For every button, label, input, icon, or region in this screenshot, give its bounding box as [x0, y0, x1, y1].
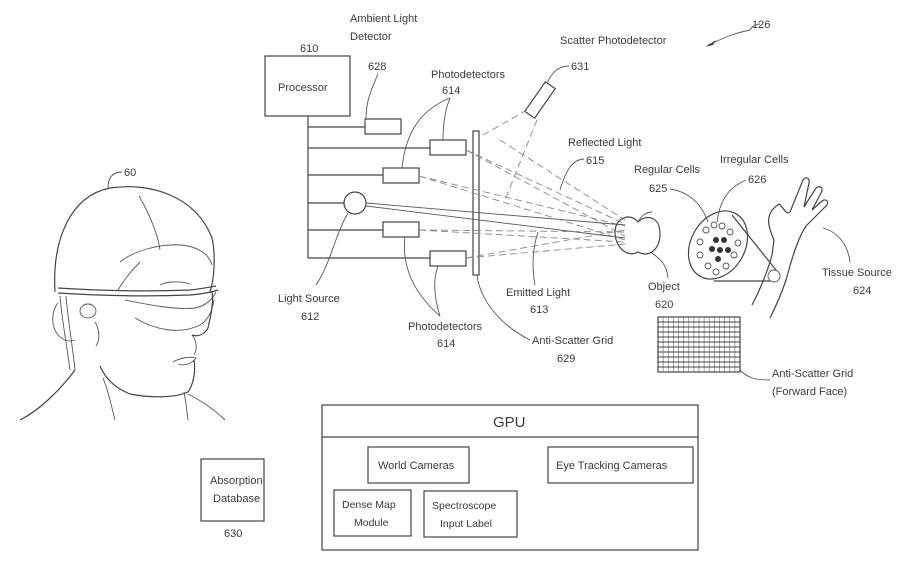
- gpu-title: GPU: [493, 414, 526, 431]
- regular-cells-label: Regular Cells: [634, 164, 701, 176]
- ambient-light-detector-box: [364, 118, 402, 135]
- spectroscope-label-line1: Spectroscope: [432, 500, 496, 512]
- forward-face-grid-lines: [658, 317, 740, 372]
- scatter-photodetector-label: Scatter Photodetector: [560, 35, 667, 47]
- object-label: Object: [648, 281, 680, 293]
- spectroscope-input-label-box: [423, 490, 518, 538]
- object-numeral: 620: [655, 299, 673, 311]
- ambient-light-detector: Ambient Light Detector 628: [350, 13, 417, 135]
- photodetectors-bottom-numeral: 614: [437, 338, 455, 350]
- anti-scatter-grid-bar: [472, 130, 480, 276]
- spectroscope-label-line2: Input Label: [440, 518, 492, 530]
- absorption-database-numeral: 630: [224, 528, 242, 540]
- light-source-circle: [343, 191, 367, 215]
- light-source: Light Source 612: [278, 191, 367, 323]
- ambient-light-detector-numeral: 628: [368, 61, 386, 73]
- forward-face-label-line2: (Forward Face): [772, 386, 847, 398]
- gpu-block: GPU World Cameras Eye Tracking Cameras D…: [321, 404, 699, 551]
- reflected-light-callout: Reflected Light 615: [559, 137, 641, 191]
- eye-tracking-cameras-box: [547, 446, 694, 484]
- photodetector-box-2: [382, 167, 420, 184]
- irregular-cells-dots: [709, 237, 731, 262]
- reflected-light-numeral: 615: [586, 155, 604, 167]
- ambient-light-detector-label-line2: Detector: [350, 31, 392, 43]
- emitted-light-numeral: 613: [530, 304, 548, 316]
- photodetectors-bottom: Photodetectors 614: [382, 221, 482, 350]
- dense-map-label-line2: Module: [354, 517, 389, 529]
- anti-scatter-grid-forward-face: Anti-Scatter Grid (Forward Face): [657, 316, 853, 398]
- absorption-database-label-line1: Absorption: [210, 475, 263, 487]
- irregular-cells-numeral: 626: [748, 174, 766, 186]
- scatter-photodetector-numeral: 631: [571, 61, 589, 73]
- photodetector-box-1: [429, 139, 467, 156]
- dense-map-module-box: [333, 489, 412, 537]
- world-cameras-label: World Cameras: [378, 460, 455, 472]
- photodetectors-top-label: Photodetectors: [431, 69, 505, 81]
- processor-block: 610 Processor: [264, 43, 351, 117]
- processor-box: [264, 55, 351, 117]
- reference-126: 126: [705, 19, 770, 47]
- hand-tissue-source: Tissue Source 624: [751, 177, 892, 319]
- reflected-light-label: Reflected Light: [568, 137, 641, 149]
- ambient-light-detector-label-line1: Ambient Light: [350, 13, 417, 25]
- absorption-database-box: [200, 458, 265, 522]
- anti-scatter-grid-numeral: 629: [557, 353, 575, 365]
- processor-numeral: 610: [300, 43, 318, 55]
- processor-label: Processor: [278, 82, 328, 94]
- anti-scatter-grid: Anti-Scatter Grid 629: [472, 130, 613, 365]
- tissue-cells-magnified: Regular Cells 625 Irregular Cells 626: [634, 154, 789, 283]
- scatter-photodetector: Scatter Photodetector 631: [523, 35, 667, 120]
- absorption-database-label-line2: Database: [213, 493, 260, 505]
- photodetector-box-4: [429, 250, 467, 267]
- eye-tracking-cameras-label: Eye Tracking Cameras: [556, 460, 668, 472]
- object-apple: Object 620: [614, 211, 680, 311]
- tissue-source-numeral: 624: [853, 285, 871, 297]
- head-with-eyewear-illustration: 60: [19, 167, 226, 421]
- irregular-cells-label: Irregular Cells: [720, 154, 789, 166]
- absorption-database: Absorption Database 630: [200, 458, 265, 540]
- anti-scatter-grid-label: Anti-Scatter Grid: [532, 335, 613, 347]
- photodetectors-top-numeral: 614: [442, 85, 460, 97]
- world-cameras-box: [367, 446, 470, 484]
- emitted-light-label: Emitted Light: [506, 287, 570, 299]
- light-source-label: Light Source: [278, 293, 340, 305]
- head-numeral: 60: [124, 167, 136, 179]
- regular-cells-numeral: 625: [649, 183, 667, 195]
- photodetectors-bottom-label: Photodetectors: [408, 321, 482, 333]
- dense-map-label-line1: Dense Map: [342, 499, 396, 511]
- reference-numeral: 126: [752, 19, 770, 31]
- light-rays: [365, 109, 626, 259]
- tissue-source-label: Tissue Source: [822, 267, 892, 279]
- emitted-light-callout: Emitted Light 613: [506, 231, 570, 316]
- scatter-photodetector-box: [523, 80, 557, 120]
- photodetector-box-3: [382, 221, 420, 238]
- photodetectors-top: Photodetectors 614: [382, 69, 505, 184]
- forward-face-label-line1: Anti-Scatter Grid: [772, 368, 853, 380]
- light-source-numeral: 612: [301, 311, 319, 323]
- regular-cells-dots: [696, 221, 742, 276]
- processor-bus: [307, 116, 430, 259]
